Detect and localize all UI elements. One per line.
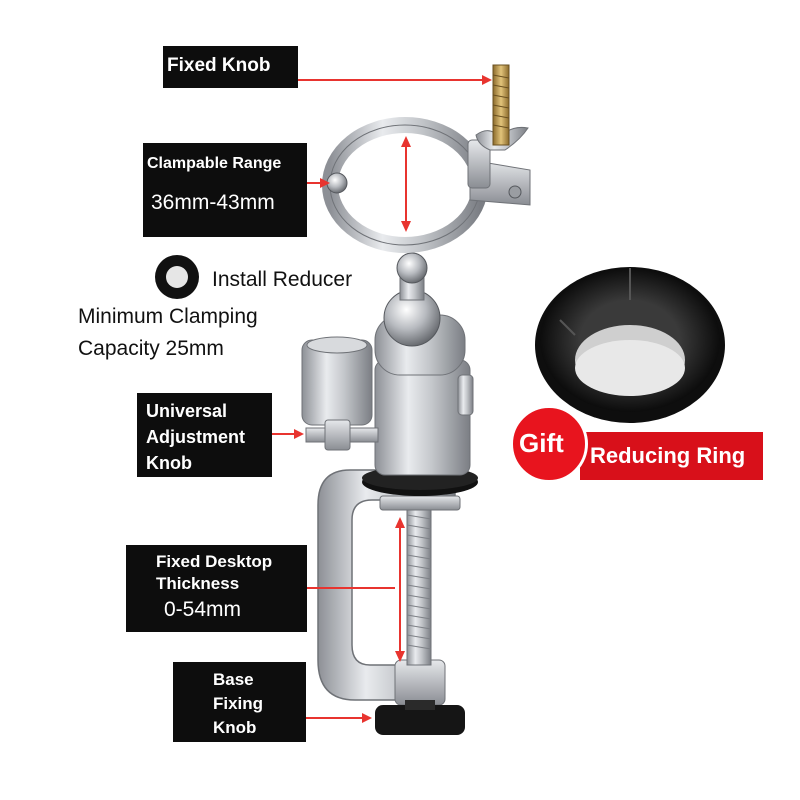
desktop-screw xyxy=(406,504,432,666)
universal-line1: Universal xyxy=(146,401,228,421)
gift-circle xyxy=(510,405,588,483)
pressure-plate xyxy=(379,495,461,511)
desktop-value: 0-54mm xyxy=(164,598,242,621)
desktop-line1: Fixed Desktop xyxy=(156,552,273,571)
gift-text: Gift xyxy=(519,428,564,458)
min-clamping-line2: Capacity 25mm xyxy=(78,337,224,360)
universal-line2: Adjustment xyxy=(146,427,245,447)
universal-knob-label: Universal Adjustment Knob xyxy=(137,393,272,477)
clampable-range-title: Clampable Range xyxy=(147,155,282,172)
desktop-thickness-label: Fixed Desktop Thickness 0-54mm xyxy=(126,545,307,632)
indicator-arrows xyxy=(272,75,492,723)
reducing-ring-image xyxy=(535,267,725,423)
clampable-range-label: Clampable Range 36mm-43mm xyxy=(143,143,307,237)
base-line3: Knob xyxy=(213,718,257,737)
universal-line3: Knob xyxy=(146,453,192,473)
reducing-ring-text: Reducing Ring xyxy=(590,443,746,468)
fixed-knob-label: Fixed Knob xyxy=(163,46,298,88)
base-knob xyxy=(375,705,465,735)
fixed-knob-text: Fixed Knob xyxy=(167,55,271,76)
main-body xyxy=(374,359,471,476)
base-knob-label: Base Fixing Knob xyxy=(173,662,306,742)
base-line1: Base xyxy=(213,670,254,689)
desktop-line2: Thickness xyxy=(156,574,240,593)
min-clamping-line1: Minimum Clamping xyxy=(78,305,258,328)
clampable-range-value: 36mm-43mm xyxy=(151,191,275,214)
base-line2: Fixing xyxy=(213,694,264,713)
c-clamp-foot xyxy=(394,659,446,706)
install-reducer-text: Install Reducer xyxy=(212,268,353,291)
gift-banner xyxy=(580,432,763,480)
reducer-thumbnail xyxy=(155,255,199,299)
